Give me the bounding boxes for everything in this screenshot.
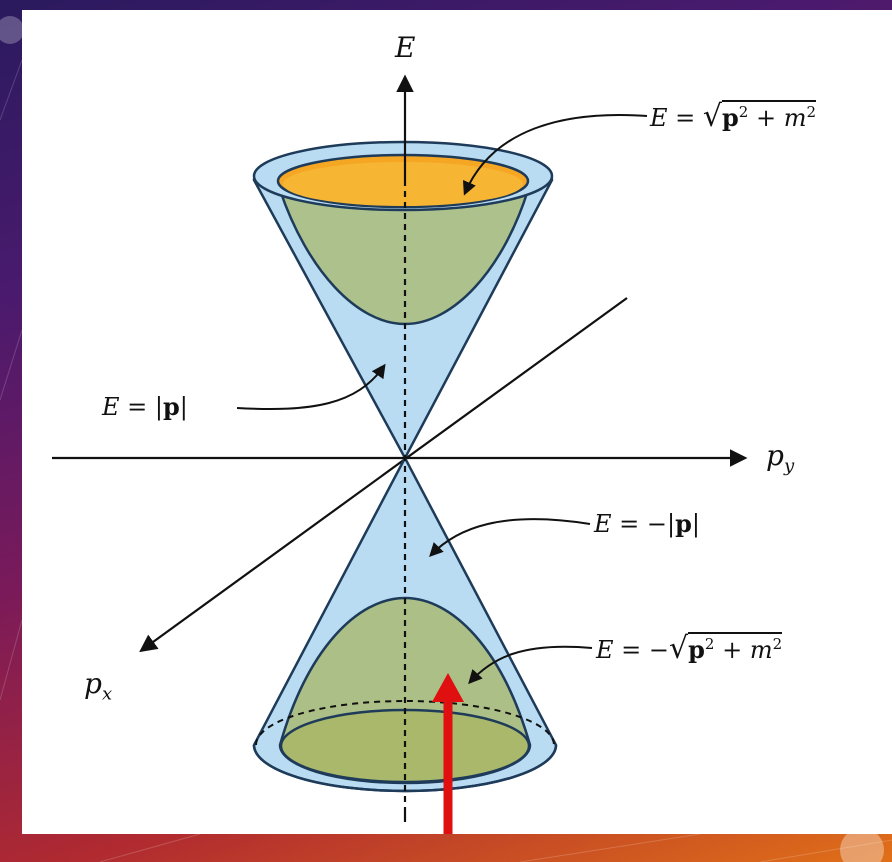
label-positive-light-cone: E = |p| <box>102 392 188 421</box>
pointer-positive-mass-shell <box>462 114 648 196</box>
pointer-negative-light-cone <box>429 518 591 558</box>
py-axis-label: py <box>766 439 795 477</box>
pointer-positive-light-cone <box>236 363 386 410</box>
px-axis-label: px <box>84 667 113 705</box>
pointer-negative-mass-shell <box>468 645 593 685</box>
label-positive-mass-shell: E = √p2 + m2 <box>650 99 817 134</box>
label-negative-mass-shell: E = −√p2 + m2 <box>596 631 783 666</box>
e-axis-label: E <box>395 31 416 64</box>
red-arrow-head <box>432 673 464 702</box>
diagram-panel: E py px E = √p2 + m2 E = |p| E = −|p| E … <box>22 10 892 834</box>
light-cone-diagram <box>52 74 748 834</box>
px-axis <box>139 297 628 653</box>
label-negative-light-cone: E = −|p| <box>594 509 700 538</box>
